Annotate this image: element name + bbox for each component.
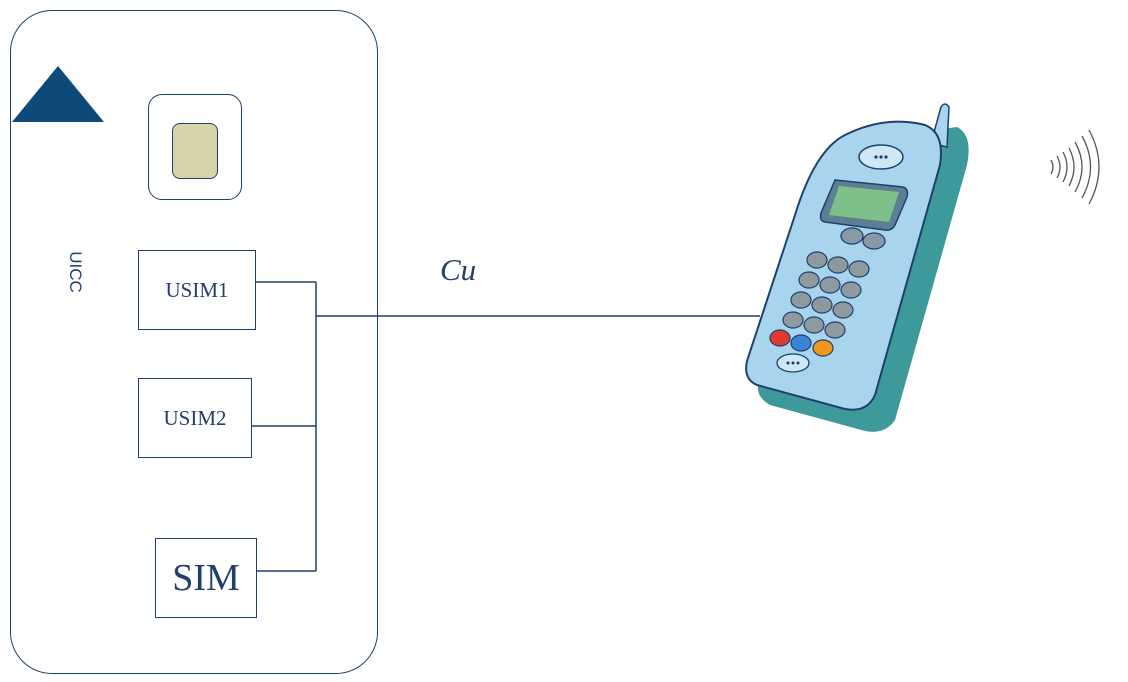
usim1-box: USIM1 — [138, 250, 256, 330]
sim-box: SIM — [155, 538, 257, 618]
usim1-label: USIM1 — [165, 277, 229, 302]
cu-interface-label: Cu — [440, 252, 477, 287]
chip-contact-area — [148, 94, 242, 200]
sim-chip-icon — [172, 123, 218, 179]
usim2-box: USIM2 — [138, 378, 252, 458]
usim2-label: USIM2 — [163, 405, 227, 430]
card-orientation-corner — [12, 66, 104, 122]
mobile-phone-icon — [745, 103, 969, 432]
radio-waves-icon — [1050, 129, 1100, 205]
sim-label: SIM — [172, 557, 240, 599]
uicc-card — [10, 10, 378, 674]
